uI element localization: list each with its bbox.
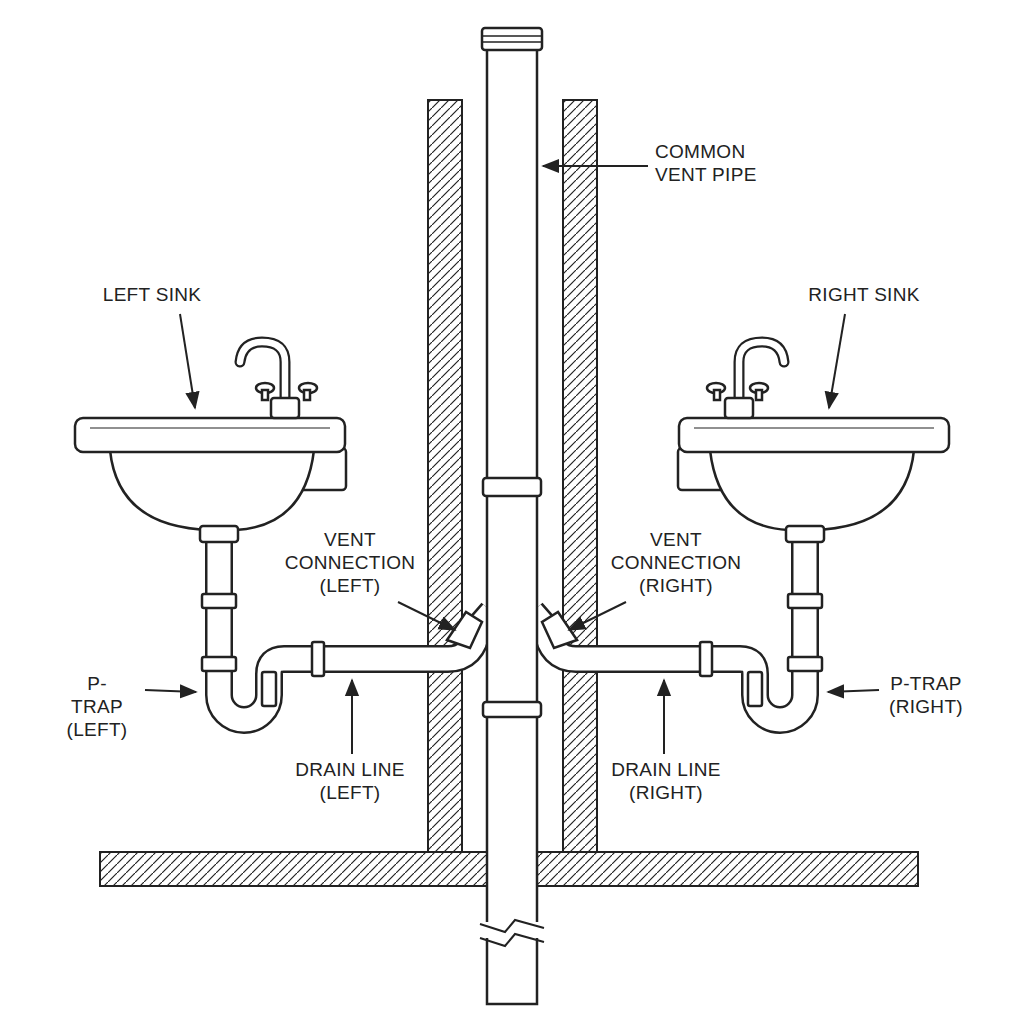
part-label: P-TRAP (RIGHT) — [889, 672, 963, 718]
part-label: DRAIN LINE (RIGHT) — [596, 758, 736, 804]
wall — [428, 100, 462, 852]
sink-assembly — [75, 342, 492, 720]
part-label: VENT CONNECTION (RIGHT) — [611, 528, 742, 597]
sink-assembly — [532, 342, 949, 720]
part-label: RIGHT SINK — [808, 283, 919, 306]
leader-arrow — [145, 166, 879, 754]
part-label: VENT CONNECTION (LEFT) — [285, 528, 416, 597]
part-label: COMMON VENT PIPE — [655, 140, 780, 186]
part-label: LEFT SINK — [103, 283, 201, 306]
part-label: P-TRAP (LEFT) — [67, 672, 128, 741]
vent-pipe — [478, 28, 546, 1004]
wall — [563, 100, 597, 852]
part-label: DRAIN LINE (LEFT) — [284, 758, 416, 804]
